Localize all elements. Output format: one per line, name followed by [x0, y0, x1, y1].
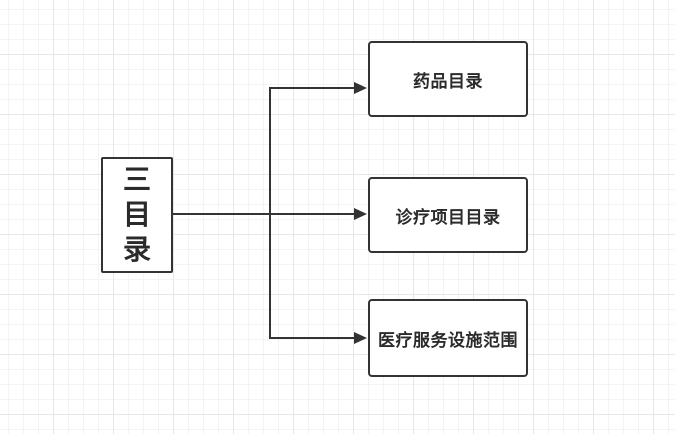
node-label: 药品目录: [413, 71, 483, 91]
arrowhead-icon: [354, 208, 367, 220]
node-label: 医疗服务设施范围: [378, 330, 518, 350]
arrowhead-icon: [354, 332, 367, 344]
node-label-char: 录: [122, 234, 151, 265]
node-treatment-item-catalog[interactable]: 诊疗项目目录: [368, 177, 528, 253]
connector-trunk[interactable]: [269, 87, 271, 339]
node-label: 诊疗项目目录: [395, 207, 501, 227]
connector-branch-to-drug-catalog[interactable]: [269, 87, 355, 89]
connector-root-to-treatment-catalog[interactable]: [173, 213, 355, 215]
arrowhead-icon: [354, 82, 367, 94]
node-label-char: 目: [122, 199, 151, 230]
node-label-char: 三: [122, 164, 151, 195]
node-drug-catalog[interactable]: 药品目录: [368, 41, 528, 117]
node-three-catalogs[interactable]: 三 目 录: [101, 157, 173, 273]
connector-branch-to-service-scope[interactable]: [269, 337, 355, 339]
node-medical-service-facility-scope[interactable]: 医疗服务设施范围: [368, 299, 528, 377]
